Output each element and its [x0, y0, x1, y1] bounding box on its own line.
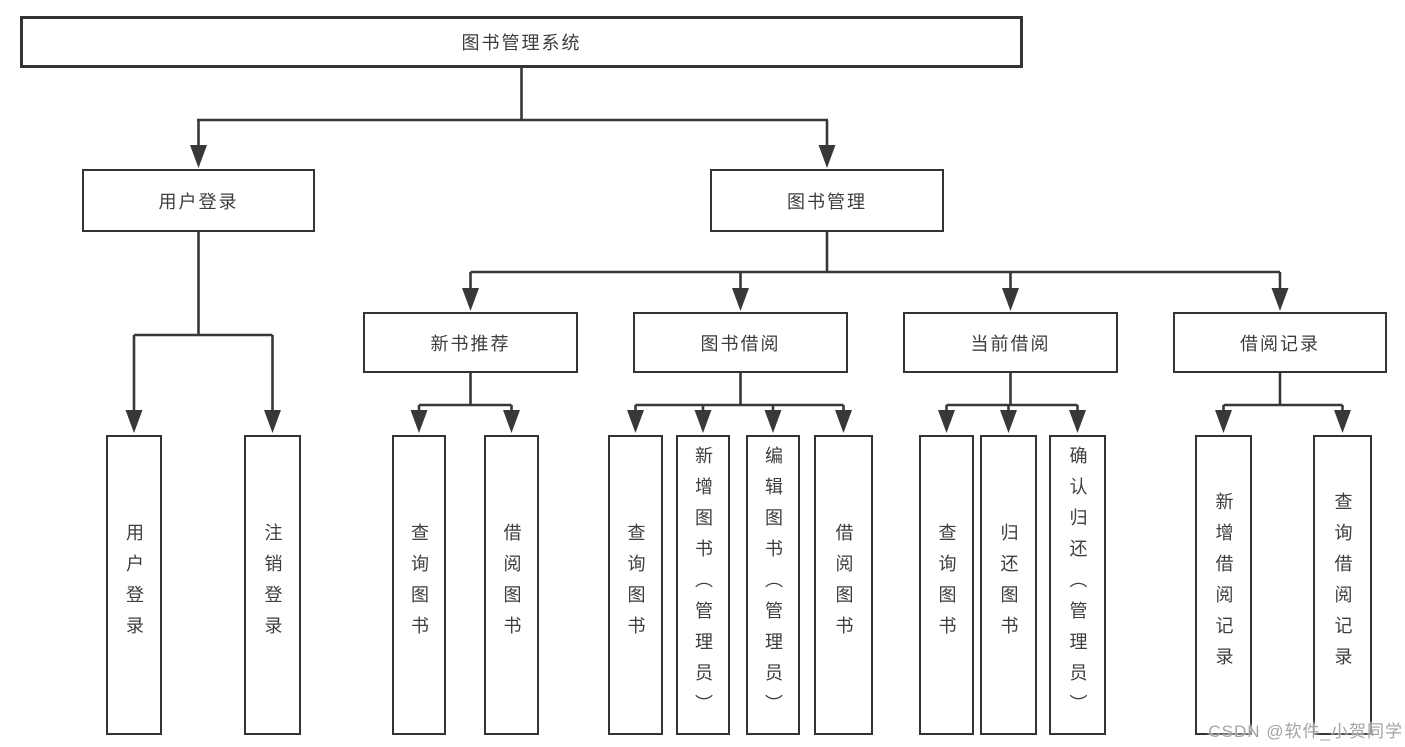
- branch-label: 图书管理: [787, 191, 867, 212]
- leaf-query-books-recommend: 查询图书: [392, 435, 446, 735]
- branch-box-book-management: 图书管理: [710, 169, 944, 232]
- leaf-logout: 注销登录: [244, 435, 301, 735]
- group-label: 新书推荐: [430, 333, 511, 354]
- leaf-label: 归还图书: [998, 523, 1019, 647]
- leaf-label: 编辑图书（管理员）: [763, 445, 783, 725]
- leaf-return-book: 归还图书: [980, 435, 1037, 735]
- leaf-borrow-books: 借阅图书: [814, 435, 873, 735]
- leaf-label: 新增借阅记录: [1213, 492, 1234, 678]
- root-box-library-system: 图书管理系统: [20, 16, 1023, 68]
- leaf-query-books-current: 查询图书: [919, 435, 974, 735]
- leaf-confirm-return-admin: 确认归还（管理员）: [1049, 435, 1106, 735]
- leaf-label: 查询图书: [936, 523, 957, 647]
- root-label: 图书管理系统: [461, 33, 582, 53]
- leaf-user-login: 用户登录: [106, 435, 162, 735]
- leaf-label: 查询借阅记录: [1332, 492, 1353, 678]
- leaf-label: 查询图书: [409, 523, 429, 647]
- leaf-label: 用户登录: [124, 523, 144, 647]
- leaf-label: 借阅图书: [501, 523, 522, 647]
- leaf-label: 注销登录: [262, 523, 283, 647]
- group-box-borrow-records: 借阅记录: [1173, 312, 1387, 373]
- leaf-label: 借阅图书: [833, 523, 854, 647]
- branch-label: 用户登录: [158, 191, 239, 212]
- leaf-query-books-borrow: 查询图书: [608, 435, 663, 735]
- leaf-add-borrow-record: 新增借阅记录: [1195, 435, 1252, 735]
- leaf-edit-book-admin: 编辑图书（管理员）: [746, 435, 800, 735]
- leaf-label: 查询图书: [625, 523, 646, 647]
- group-label: 当前借阅: [970, 333, 1051, 354]
- branch-box-user-login: 用户登录: [82, 169, 315, 232]
- group-box-current-borrow: 当前借阅: [903, 312, 1118, 373]
- leaf-label: 新增图书（管理员）: [693, 445, 713, 725]
- group-label: 图书借阅: [700, 333, 781, 354]
- leaf-query-borrow-record: 查询借阅记录: [1313, 435, 1372, 735]
- leaf-borrow-books-recommend: 借阅图书: [484, 435, 539, 735]
- group-label: 借阅记录: [1240, 333, 1320, 354]
- leaf-add-book-admin: 新增图书（管理员）: [676, 435, 730, 735]
- group-box-new-book-recommend: 新书推荐: [363, 312, 578, 373]
- leaf-label: 确认归还（管理员）: [1067, 445, 1088, 725]
- group-box-book-borrow: 图书借阅: [633, 312, 848, 373]
- csdn-watermark: CSDN @软件_小贺同学: [1208, 722, 1403, 741]
